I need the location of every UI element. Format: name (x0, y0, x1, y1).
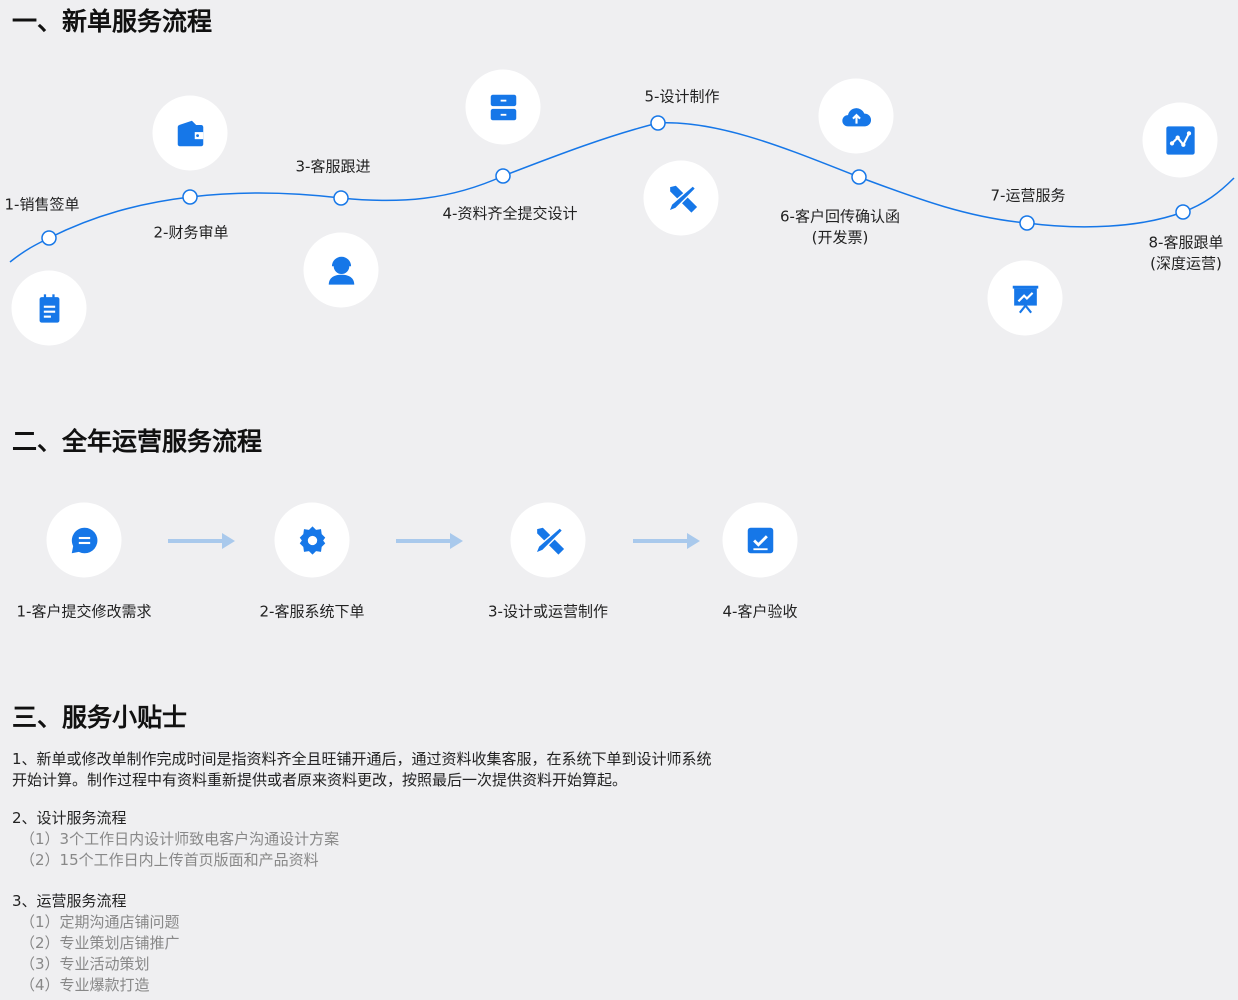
presentation-chart-icon (987, 260, 1063, 336)
step-label: 3-客服跟进 (295, 157, 371, 176)
pencil-ruler-icon (510, 502, 586, 578)
step-label: 4-资料齐全提交设计 (442, 204, 578, 223)
step-label: 4-客户验收 (722, 602, 798, 621)
checkbox-icon (722, 502, 798, 578)
arrow-icon (168, 533, 235, 549)
step-label: 2-客服系统下单 (259, 602, 365, 621)
line-chart-icon (1142, 102, 1218, 178)
step-node (495, 168, 511, 184)
step-label: 1-客户提交修改需求 (16, 602, 152, 621)
tip-item: （2）专业策划店铺推广 (20, 934, 180, 952)
headset-user-icon (303, 232, 379, 308)
tip-text: 1、新单或修改单制作完成时间是指资料齐全且旺铺开通后，通过资料收集客服，在系统下… (12, 750, 712, 768)
section3-title: 三、服务小贴士 (12, 703, 188, 732)
step-node (1019, 215, 1035, 231)
step-node (1175, 204, 1191, 220)
step-label: 2-财务审单 (153, 223, 229, 242)
step-node (41, 230, 57, 246)
tip-item: （4）专业爆款打造 (20, 976, 150, 994)
step-label: 5-设计制作 (644, 87, 720, 106)
tip-item: （2）15个工作日内上传首页版面和产品资料 (20, 851, 319, 869)
notepad-icon (11, 270, 87, 346)
step-node (333, 190, 349, 206)
chat-icon (46, 502, 122, 578)
wallet-icon (152, 95, 228, 171)
tip-item: （3）专业活动策划 (20, 955, 150, 973)
cloud-upload-icon (818, 78, 894, 154)
arrow-icon (633, 533, 700, 549)
step-label: 7-运营服务 (990, 186, 1066, 205)
arrow-icon (396, 533, 463, 549)
tip-heading: 2、设计服务流程 (12, 809, 127, 827)
step-node (650, 115, 666, 131)
step-node (851, 169, 867, 185)
step-label: 1-销售签单 (4, 195, 80, 214)
step-label: 3-设计或运营制作 (488, 602, 608, 621)
section1-title: 一、新单服务流程 (12, 7, 213, 36)
gear-icon (274, 502, 350, 578)
drawer-icon (465, 69, 541, 145)
pencil-ruler-icon (643, 160, 719, 236)
tip-text: 开始计算。制作过程中有资料重新提供或者原来资料更改，按照最后一次提供资料开始算起… (12, 771, 628, 789)
section2-title: 二、全年运营服务流程 (12, 427, 263, 456)
step-label-sub: (深度运营) (1150, 254, 1222, 273)
tip-item: （1）定期沟通店铺问题 (20, 913, 180, 931)
step-label: 6-客户回传确认函 (780, 207, 900, 226)
step-label: 8-客服跟单 (1148, 233, 1224, 252)
tip-heading: 3、运营服务流程 (12, 892, 127, 910)
tip-item: （1）3个工作日内设计师致电客户沟通设计方案 (20, 830, 340, 848)
step-label-sub: (开发票) (811, 228, 869, 247)
process-curve (9, 115, 1235, 263)
step-node (182, 189, 198, 205)
